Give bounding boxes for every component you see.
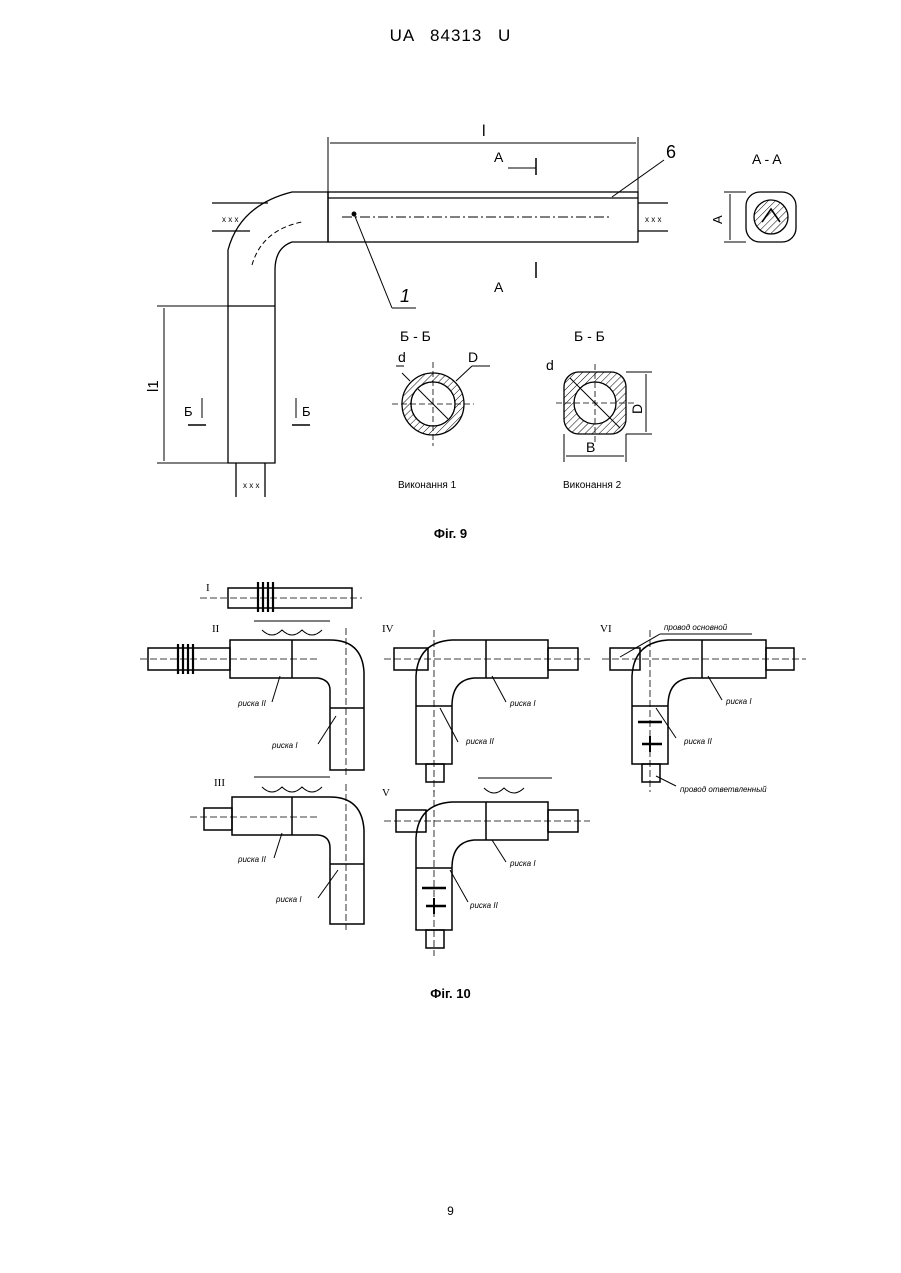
svg-text:x x x: x x x bbox=[222, 215, 238, 224]
section-aa-title: A - A bbox=[752, 151, 782, 167]
fig9-label-6: 6 bbox=[666, 142, 676, 162]
fig9-label-1: 1 bbox=[400, 286, 410, 306]
fig10-numeral-iv: IV bbox=[382, 623, 394, 635]
fig10-numeral-ii: II bbox=[212, 623, 220, 635]
fig10-v-riska-2: риска II bbox=[469, 901, 499, 910]
fig10-variant-i bbox=[200, 582, 362, 612]
fig10-ii-riska-1: риска I bbox=[271, 741, 298, 750]
fig10-variant-iii bbox=[190, 777, 364, 930]
section-bb1-caption: Виконання 1 bbox=[398, 480, 457, 491]
svg-text:x x x: x x x bbox=[645, 215, 661, 224]
section-bb2-title: Б - Б bbox=[574, 328, 605, 344]
fig9-section-bb-2: Б - Б d D B Виконання 2 bbox=[546, 328, 652, 491]
fig10-variant-vi bbox=[602, 630, 806, 792]
fig9-conductor-left: x x x bbox=[212, 203, 268, 231]
fig10-numeral-v: V bbox=[382, 787, 390, 799]
section-bb2-B: B bbox=[586, 439, 595, 455]
fig10-iii-riska-1: риска I bbox=[275, 895, 302, 904]
fig9-label-l1: l1 bbox=[145, 380, 162, 392]
section-bb1-title: Б - Б bbox=[400, 328, 431, 344]
fig9-conductor-right: x x x bbox=[638, 203, 668, 231]
svg-text:x x x: x x x bbox=[243, 481, 259, 490]
section-bb1-d: d bbox=[398, 349, 406, 365]
fig10-vi-provod-branch: провод ответвленный bbox=[680, 785, 767, 794]
fig9-elbow bbox=[228, 192, 328, 463]
fig9-section-aa: A - A A bbox=[710, 151, 796, 242]
fig10-variant-v bbox=[384, 778, 590, 956]
fig9-label-b-left: Б bbox=[184, 404, 193, 419]
fig9-caption: Фіг. 9 bbox=[0, 526, 901, 541]
section-bb2-D: D bbox=[629, 404, 645, 414]
fig9-section-bb-1: Б - Б d D Виконання 1 bbox=[392, 328, 490, 491]
section-bb2-caption: Виконання 2 bbox=[563, 480, 622, 491]
fig9-conductor-bottom: x x x bbox=[236, 463, 265, 497]
section-aa-dim-a: A bbox=[710, 215, 725, 224]
fig10-v-riska-1: риска I bbox=[509, 859, 536, 868]
fig9-label-a-top: A bbox=[494, 149, 504, 165]
fig10-variant-ii bbox=[140, 621, 364, 775]
fig9-label-a-bottom: A bbox=[494, 279, 504, 295]
fig10-iv-riska-1: риска I bbox=[509, 699, 536, 708]
fig10-iv-riska-2: риска II bbox=[465, 737, 495, 746]
fig10-caption: Фіг. 10 bbox=[0, 986, 901, 1001]
section-bb1-D: D bbox=[468, 349, 478, 365]
fig10-numeral-iii: III bbox=[214, 777, 225, 789]
fig10-numeral-i: I bbox=[206, 582, 210, 594]
fig9-label-b-right: Б bbox=[302, 404, 311, 419]
fig10-iii-riska-2: риска II bbox=[237, 855, 267, 864]
fig10-ii-riska-2: риска II bbox=[237, 699, 267, 708]
fig10-numeral-vi: VI bbox=[600, 623, 612, 635]
page-number: 9 bbox=[0, 1204, 901, 1218]
section-bb2-d: d bbox=[546, 357, 554, 373]
fig10-variant-iv bbox=[384, 630, 590, 792]
fig10-vi-riska-1: риска I bbox=[725, 697, 752, 706]
fig10-vi-provod-main: провод основной bbox=[664, 623, 728, 632]
fig9-label-l: l bbox=[482, 123, 486, 140]
fig10-vi-riska-2: риска II bbox=[683, 737, 713, 746]
